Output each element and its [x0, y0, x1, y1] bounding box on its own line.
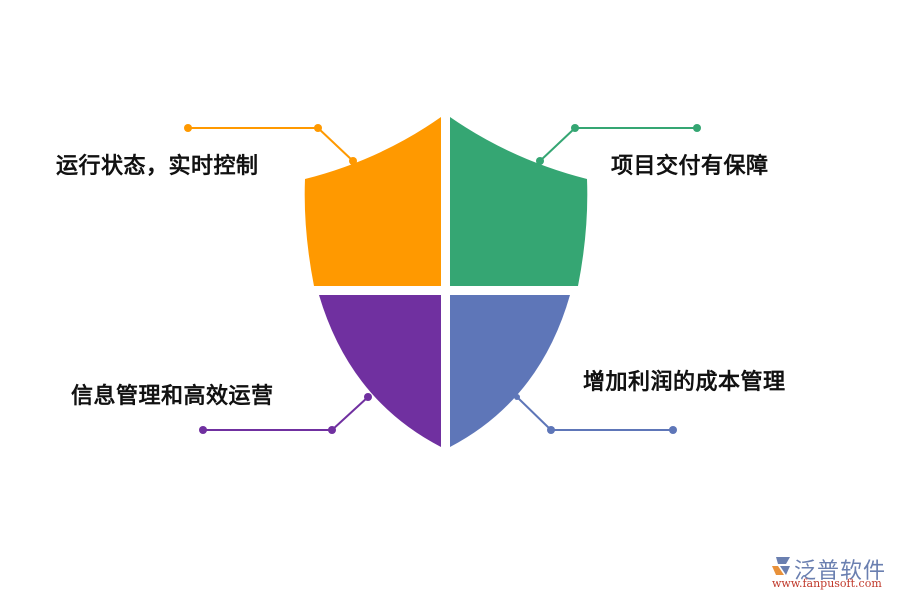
connector-top-left: [184, 124, 357, 165]
quadrant-bottom-right: [450, 295, 570, 447]
connector-top-right: [536, 124, 701, 165]
label-bottom-left: 信息管理和高效运营: [71, 384, 274, 409]
logo-icon: [772, 557, 790, 575]
connector-bottom-left: [199, 393, 372, 434]
quadrant-top-left: [304, 117, 441, 286]
connector-bottom-right: [514, 394, 677, 434]
quadrant-bottom-left: [319, 295, 441, 447]
label-bottom-right: 增加利润的成本管理: [583, 370, 786, 395]
logo-url: www.fanpusoft.com: [772, 577, 882, 590]
label-top-right: 项目交付有保障: [611, 154, 769, 179]
brand-logo: 泛普软件 www.fanpusoft.com: [768, 553, 898, 593]
label-top-left: 运行状态，实时控制: [56, 154, 259, 179]
logo-name: 泛普软件: [794, 559, 887, 584]
quadrant-top-right: [450, 117, 588, 286]
